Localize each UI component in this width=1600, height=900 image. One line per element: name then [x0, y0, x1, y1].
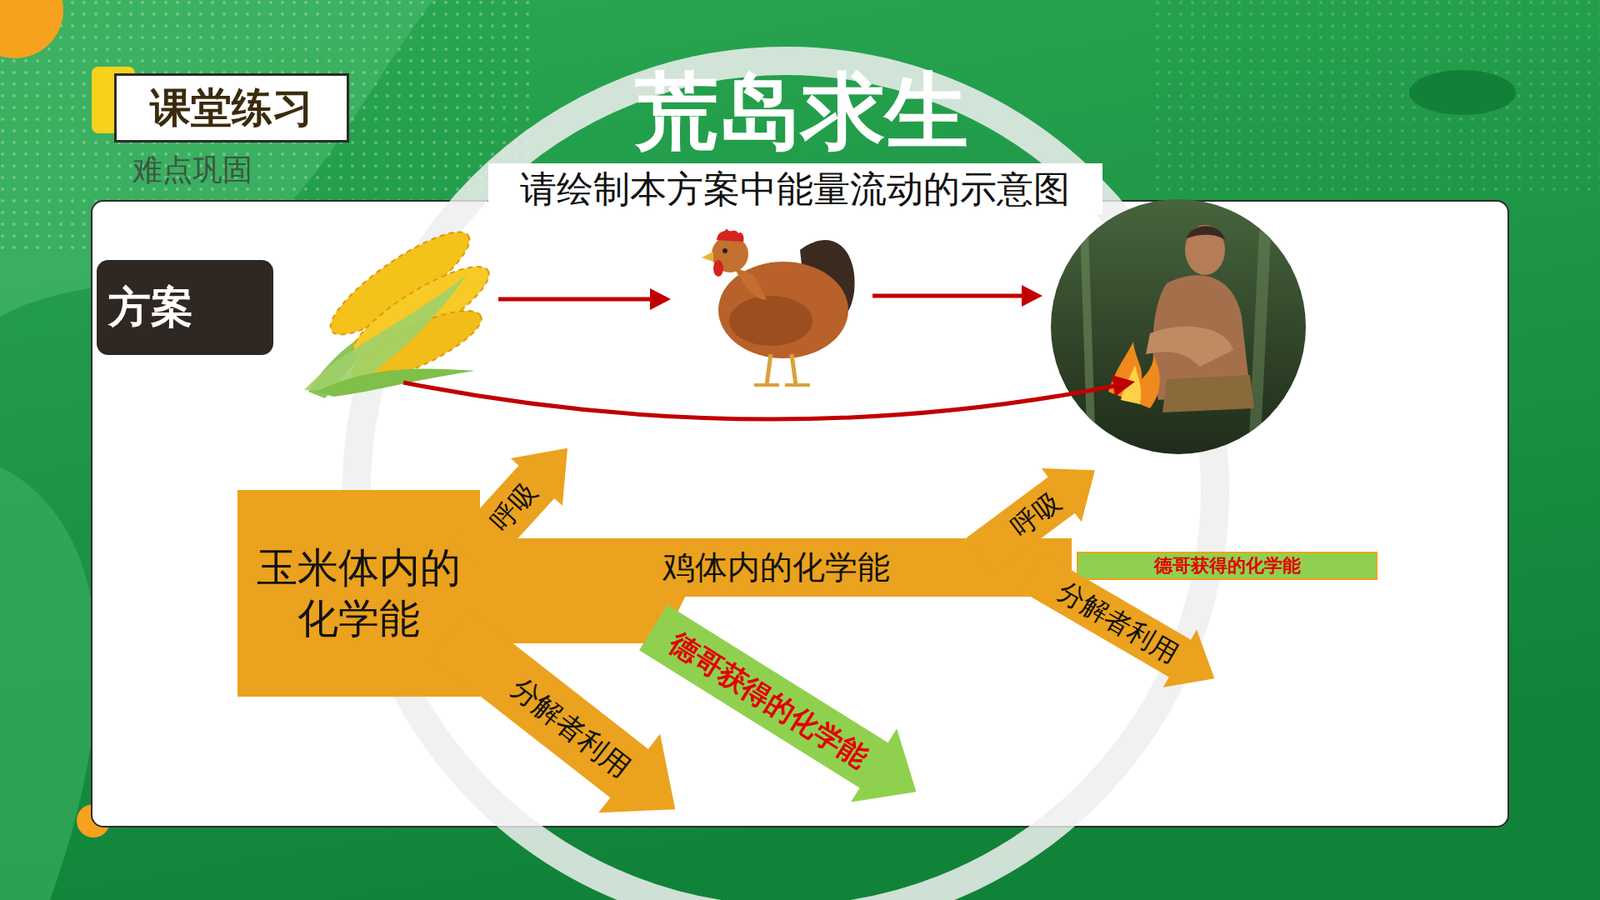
food-chain-arrow	[403, 382, 1115, 420]
man-picture	[1083, 199, 1092, 455]
chicken-picture	[718, 261, 849, 359]
white-panel	[91, 60, 1509, 900]
man-picture	[1108, 341, 1160, 409]
food-chain-arrow	[403, 285, 1135, 420]
food-chain-arrow	[872, 294, 1024, 299]
energy-arrow: 德哥获得的化学能	[630, 590, 940, 829]
food-chain-arrow	[650, 288, 671, 310]
node-text: 分解者利用	[1051, 574, 1184, 670]
man-picture	[1050, 199, 1306, 455]
food-chain-arrow	[1021, 285, 1043, 307]
arrow-shape	[1014, 542, 1232, 707]
man-picture	[1185, 225, 1225, 275]
slide-title: 荒岛求生	[510, 61, 1094, 162]
chicken-picture	[716, 228, 745, 242]
man-picture	[1162, 375, 1255, 413]
chicken-picture	[766, 354, 771, 385]
node-text: 德哥获得的化学能	[663, 624, 875, 775]
node-text: 课堂练习	[150, 82, 314, 134]
food-chain-arrow	[1111, 375, 1135, 397]
food-chain-arrow	[498, 297, 652, 302]
prompt-box: 请绘制本方案中能量流动的示意图	[488, 163, 1103, 215]
chicken-picture	[733, 266, 767, 300]
node-text: 请绘制本方案中能量流动的示意图	[520, 165, 1070, 212]
plan-tag: 方案	[96, 260, 274, 355]
man-picture	[1145, 326, 1234, 367]
title-tag: 课堂练习	[114, 73, 350, 143]
man-picture	[1186, 225, 1225, 240]
corn-picture	[304, 217, 500, 399]
chicken-picture	[722, 248, 728, 254]
energy-bar: 德哥获得的化学能	[1076, 551, 1378, 580]
background	[1150, 0, 1600, 192]
node-text: 玉米体内的化学能	[255, 542, 464, 645]
man-picture	[1050, 199, 1306, 455]
white-panel	[356, 60, 1215, 900]
background	[0, 466, 98, 900]
chicken-picture	[713, 260, 724, 277]
node-text: 德哥获得的化学能	[1154, 554, 1301, 578]
chicken-picture	[729, 295, 813, 346]
subtitle-label: 难点巩固	[132, 151, 253, 188]
arrow-shape	[630, 590, 940, 829]
node-text: 方案	[108, 280, 194, 335]
chicken-picture	[701, 251, 714, 262]
chicken-picture	[754, 383, 780, 387]
node-text: 鸡体内的化学能	[662, 547, 890, 589]
background	[1409, 70, 1516, 115]
background	[0, 0, 64, 59]
chicken-picture	[785, 383, 810, 387]
man-picture	[1254, 199, 1267, 455]
chicken-picture	[701, 228, 855, 385]
chicken-picture	[791, 354, 796, 385]
